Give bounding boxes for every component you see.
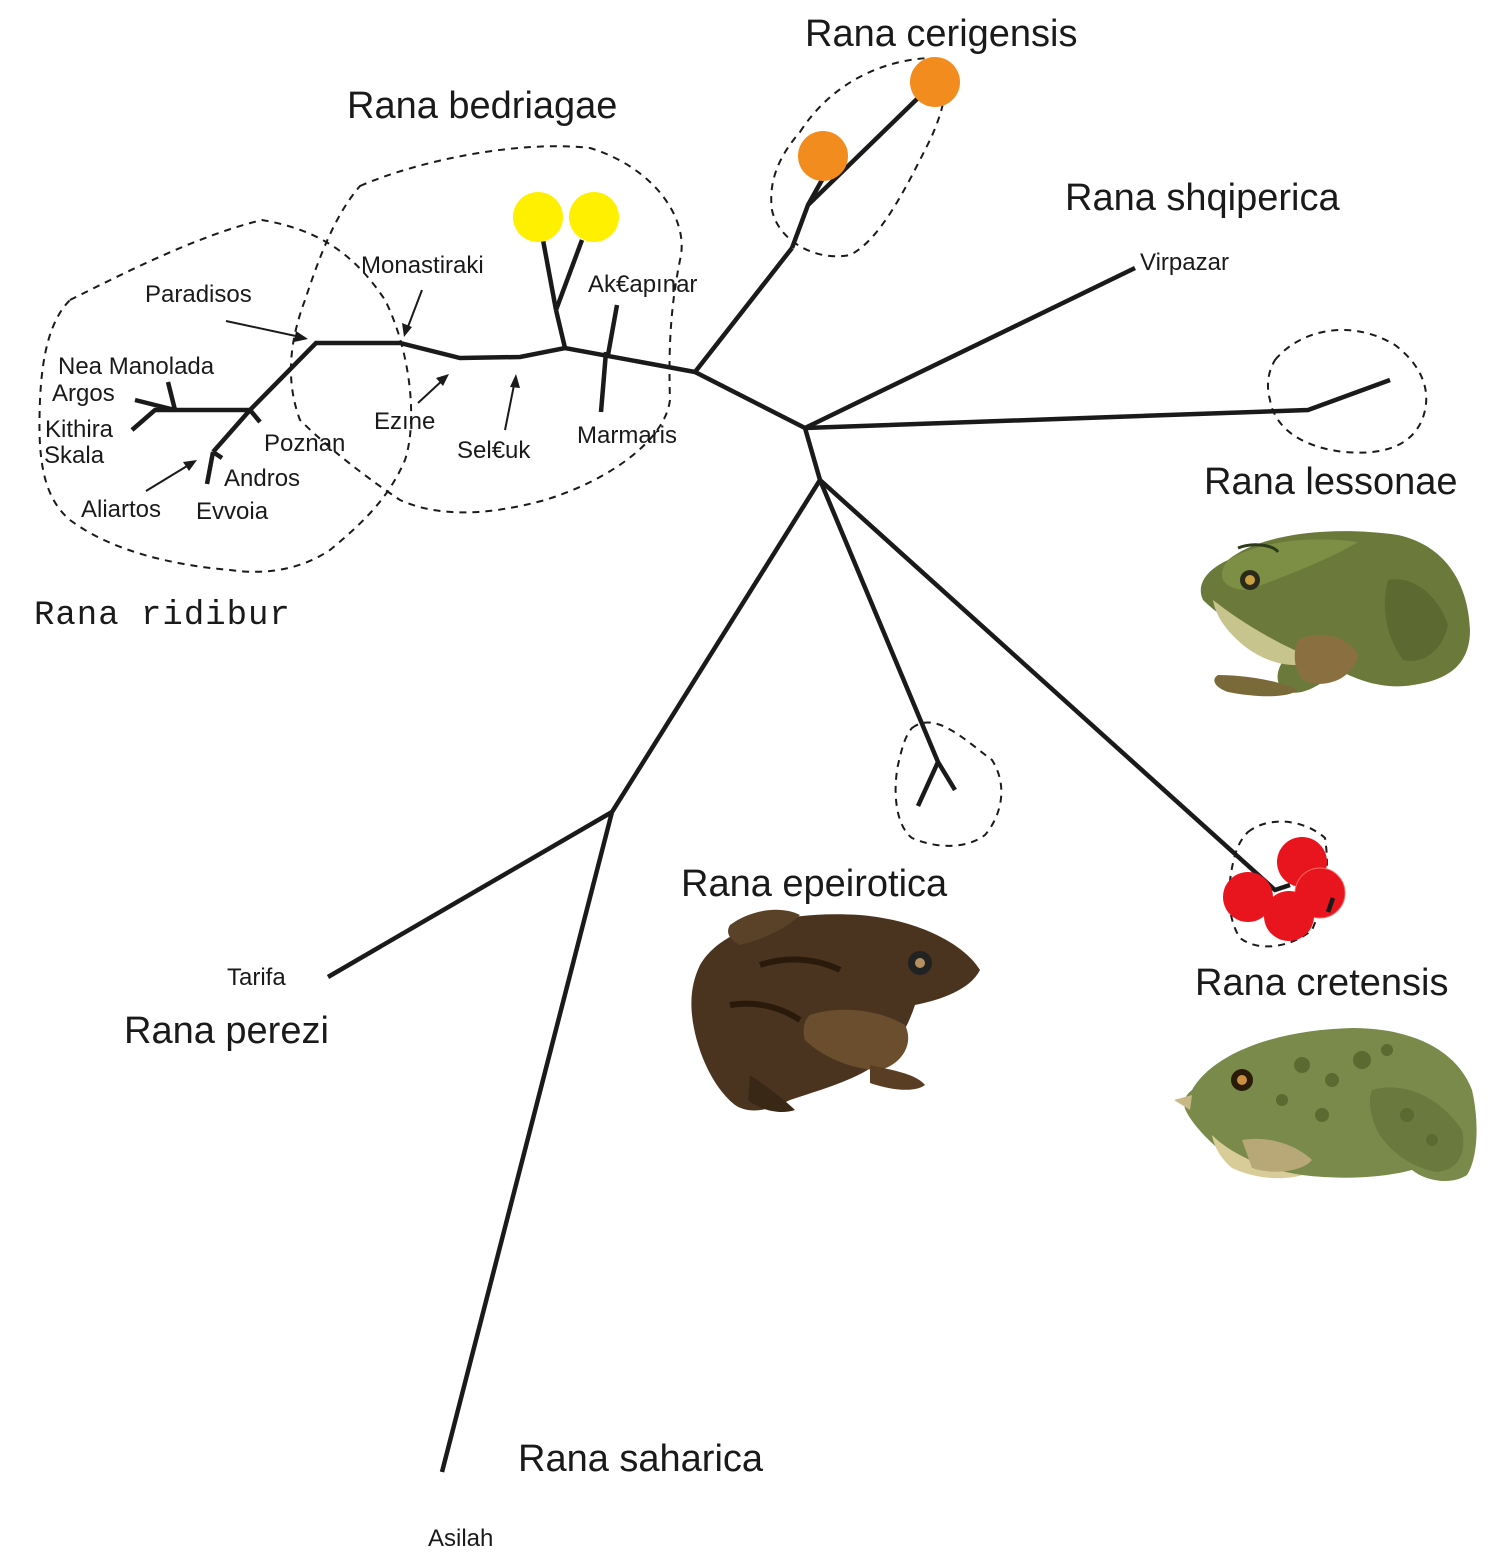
branch-shqiperica <box>805 268 1135 428</box>
branch-perezi <box>328 812 612 977</box>
branch-cerigensis-a <box>792 180 822 248</box>
label-selcuk: Sel€uk <box>457 437 531 464</box>
label-marmaris: Marmaris <box>577 422 677 449</box>
arrow-aliartos <box>146 463 192 491</box>
arrow-paradisos-head <box>294 331 308 342</box>
label-asilah: Asilah <box>428 1525 493 1552</box>
label-andros: Andros <box>224 465 300 492</box>
branch-core-2 <box>805 428 820 480</box>
label-skala: Skala <box>44 442 105 469</box>
label-rana-cretensis: Rana cretensis <box>1195 962 1448 1004</box>
label-aliartos: Aliartos <box>81 496 161 523</box>
hull-lessonae <box>1268 330 1426 453</box>
label-paradisos: Paradisos <box>145 281 252 308</box>
label-evvoia: Evvoia <box>196 498 269 525</box>
label-rana-cerigensis: Rana cerigensis <box>805 13 1077 55</box>
branch-saharica <box>442 812 612 1472</box>
marker-cerigensis-2 <box>798 131 848 181</box>
marker-cretensis-4 <box>1264 891 1314 941</box>
label-rana-bedriagae: Rana bedriagae <box>347 85 617 127</box>
branch-andros-stem <box>213 410 250 452</box>
species-labels: Rana cerigensis Rana bedriagae Rana shqi… <box>34 13 1458 1480</box>
label-tarifa: Tarifa <box>227 964 286 991</box>
arrow-selcuk-head <box>510 374 520 388</box>
label-rana-saharica: Rana saharica <box>518 1438 764 1480</box>
label-argos: Argos <box>52 380 115 407</box>
branch-poznan <box>250 410 260 422</box>
frog-image-lessonae <box>1201 531 1470 696</box>
arrow-monastiraki-head <box>402 323 412 337</box>
label-poznan: Poznan <box>264 430 345 457</box>
label-akcapinar: Ak€apınar <box>588 271 697 298</box>
label-rana-shqiperica: Rana shqiperica <box>1065 177 1340 219</box>
branch-marmaris <box>601 352 606 412</box>
branch-bedriagae-stem <box>556 310 565 348</box>
branch-backbone <box>175 343 695 410</box>
branch-akcapinar <box>608 305 617 355</box>
label-rana-perezi: Rana perezi <box>124 1010 329 1052</box>
branch-epeirotica-b <box>918 762 938 806</box>
hull-epeirotica <box>896 722 1002 845</box>
branch-bedriagae-b <box>556 240 582 310</box>
marker-bedriagae-2 <box>569 192 619 242</box>
label-monastiraki: Monastiraki <box>361 252 484 279</box>
label-virpazar: Virpazar <box>1140 249 1229 276</box>
branch-kithira <box>132 410 175 430</box>
marker-cerigensis-1 <box>910 57 960 107</box>
label-rana-lessonae: Rana lessonae <box>1204 461 1458 503</box>
label-kithira: Kithira <box>45 416 114 443</box>
branch-lower-stem <box>612 480 820 812</box>
arrow-aliartos-head <box>183 460 197 471</box>
branch-evvoia <box>207 452 213 484</box>
branch-bedriagae-a <box>543 240 556 310</box>
frog-image-epeirotica <box>691 910 980 1112</box>
marker-bedriagae-1 <box>513 192 563 242</box>
label-rana-ridibunda: Rana ridibur <box>34 597 291 635</box>
arrow-selcuk <box>505 380 515 430</box>
label-rana-epeirotica: Rana epeirotica <box>681 863 948 905</box>
branch-epeirotica <box>820 480 955 790</box>
label-nea-manolada: Nea Manolada <box>58 353 215 380</box>
branch-nea-manolada <box>168 382 175 410</box>
branch-core-1 <box>695 372 805 428</box>
label-ezine: Ezıne <box>374 408 435 435</box>
tree-branches <box>132 98 1390 1472</box>
arrow-paradisos <box>226 321 305 338</box>
branch-cerigensis-stem <box>695 248 792 372</box>
frog-image-cretensis <box>1174 1028 1477 1181</box>
